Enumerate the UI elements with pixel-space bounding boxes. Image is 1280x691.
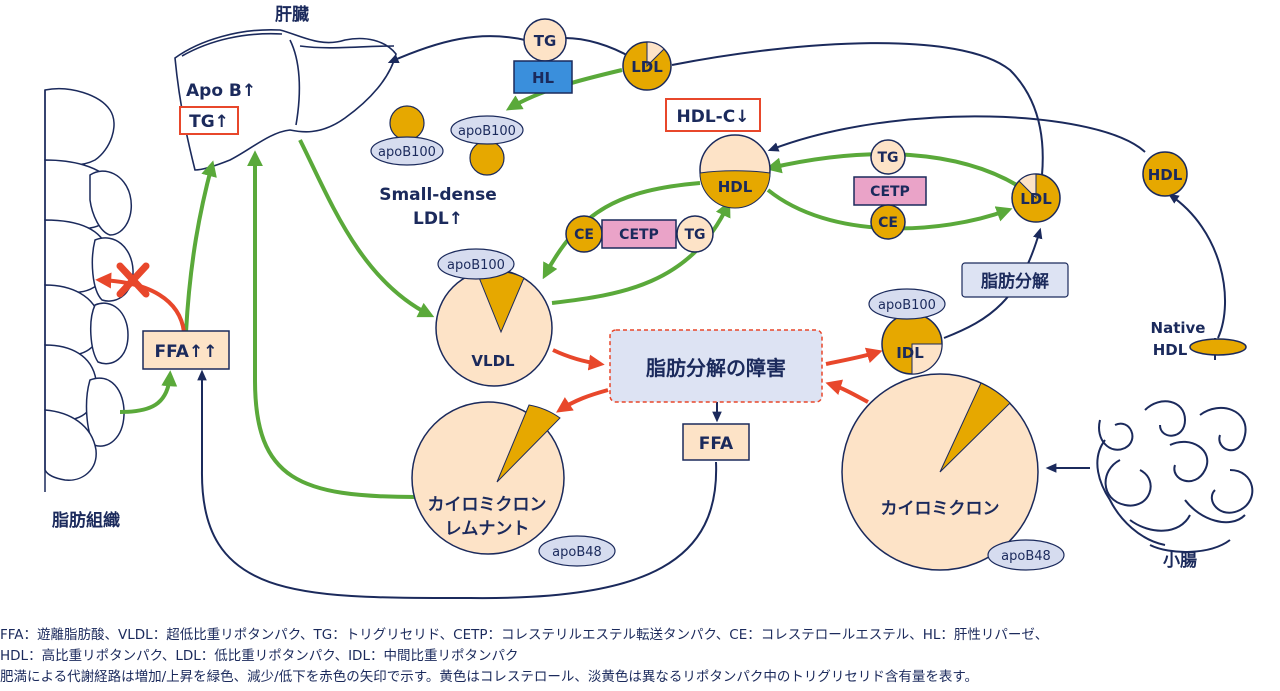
liver-apob-label: Apo B↑ [186,81,256,101]
native-hdl-label-line1: Native [1151,319,1206,337]
ffa-box [682,423,750,461]
apob100-idl-tag [868,288,946,320]
hdl-small-label: HDL [1148,166,1183,184]
blocked-cross-icon [116,262,150,298]
hdl-small-particle [1142,151,1188,197]
lipolysis-impair-box [609,329,823,403]
tg-cetp-right-label: TG [877,150,898,166]
chylomicron-remnant-particle [411,401,565,555]
footer-line-3: 肥満による代謝経路は増加/上昇を緑色、減少/低下を赤色の矢印で示す。黄色はコレス… [0,669,978,685]
footer-line-1: FFA：遊離脂肪酸、VLDL：超低比重リポタンパク、TG：トリグリセリド、CET… [0,627,1049,643]
hl-box [513,60,573,94]
apob100-liver1-tag [370,136,444,166]
apob100-liver2-tag [450,115,524,145]
intestine-label: 小腸 [1163,551,1197,571]
hdl-c-label: HDL-C↓ [677,107,750,127]
apob48-remnant-label: apoB48 [552,545,602,560]
ldl-right-particle [1011,173,1061,223]
apob48-chylo-tag [987,539,1065,571]
apob100-vldl-tag [437,248,515,280]
footer-line-2: HDL：高比重リポタンパク、LDL：低比重リポタンパク、IDL：中間比重リポタン… [0,648,519,664]
tg-top-label: TG [534,32,557,50]
apob100-liver2-label: apoB100 [458,124,516,139]
small-intestine [1096,400,1254,553]
ldl-top-label: LDL [631,58,663,76]
small-dense-line1: Small-dense [379,185,497,205]
cetp-left-box [601,219,677,249]
hl-label: HL [532,69,555,87]
idl-particle [881,313,943,375]
ldl-right-label: LDL [1020,190,1052,208]
chylomicron-label: カイロミクロン [881,499,1000,519]
tg-left-circle [676,215,714,253]
navy-arrows [197,35,1227,600]
liver-label: 肝臓 [275,5,309,25]
remnant-label-line2: レムナント [445,519,530,539]
small-dense-line2: LDL↑ [413,209,463,229]
liver-tg-label: TG↑ [189,112,229,132]
ldl-small-particle-1 [389,105,425,141]
hdl-particle [699,134,771,209]
apob48-remnant-tag [538,535,616,567]
tg-cetp-right-circle [870,139,906,175]
ce-right-circle [870,204,906,240]
lipolysis-label: 脂肪分解 [981,271,1049,292]
apob100-vldl-label: apoB100 [447,258,505,273]
idl-label: IDL [896,344,924,362]
ce-right-label: CE [878,215,898,231]
apob100-liver1-label: apoB100 [378,145,436,160]
native-hdl-label-line2: HDL [1153,341,1188,359]
green-arrows [119,68,1022,499]
ffa-up-label: FFA↑↑ [155,342,218,362]
hdl-c-box [665,98,761,132]
liver-tg-box [179,106,239,135]
apob48-chylo-label: apoB48 [1001,549,1051,564]
apob100-idl-label: apoB100 [878,298,936,313]
remnant-label-line1: カイロミクロン [428,495,547,515]
lipolysis-box [961,262,1069,298]
chylomicron-particle [841,373,1039,571]
ldl-small-particle-2 [469,140,505,176]
vldl-label: VLDL [471,352,515,370]
ffa-up-box [142,330,230,370]
native-hdl-particle [1189,338,1247,356]
hdl-label: HDL [718,178,753,196]
tg-left-label: TG [684,227,705,243]
ffa-label: FFA [699,434,734,454]
ce-left-label: CE [574,227,594,243]
adipose-tissue [44,88,134,481]
cetp-right-label: CETP [870,184,910,200]
ldl-top-particle [622,41,672,91]
adipose-label: 脂肪組織 [52,510,120,531]
cetp-left-label: CETP [619,227,659,243]
lipolysis-impair-label: 脂肪分解の障害 [646,356,786,380]
red-arrows [95,272,883,413]
